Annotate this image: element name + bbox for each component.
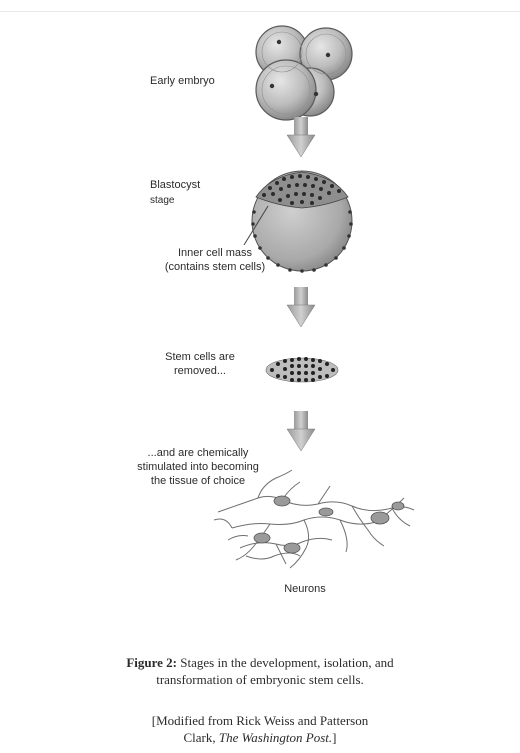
- label-blastocyst: Blastocyst: [150, 178, 200, 192]
- credit-source: The Washington Post.: [219, 730, 332, 745]
- label-chemically-stimulated-1: ...and are chemically: [128, 446, 268, 460]
- label-chemically-stimulated-2: stimulated into becoming: [128, 460, 268, 474]
- caption-text-line1: Stages in the development, isolation, an…: [180, 655, 393, 670]
- label-stem-cells-removed-2: removed...: [145, 364, 255, 378]
- credit-prefix: Clark,: [183, 730, 218, 745]
- label-inner-cell-mass-note: (contains stem cells): [150, 260, 280, 274]
- figure-caption: Figure 2: Stages in the development, iso…: [40, 654, 480, 688]
- label-inner-cell-mass: Inner cell mass: [150, 246, 280, 260]
- label-chemically-stimulated-3: the tissue of choice: [128, 474, 268, 488]
- stem-cell-cluster: [266, 357, 338, 382]
- arrow-down-icon: [287, 411, 315, 451]
- label-blastocyst-stage: stage: [150, 194, 174, 208]
- arrow-down-icon: [287, 117, 315, 157]
- credit-line1: [Modified from Rick Weiss and Patterson: [40, 712, 480, 729]
- label-stem-cells-removed-1: Stem cells are: [145, 350, 255, 364]
- figure-label: Figure 2:: [126, 655, 177, 670]
- caption-text-line2: transformation of embryonic stem cells.: [40, 671, 480, 688]
- arrow-down-icon: [287, 287, 315, 327]
- credit-suffix: ]: [332, 730, 336, 745]
- label-early-embryo: Early embryo: [150, 74, 215, 88]
- label-neurons: Neurons: [270, 582, 340, 596]
- early-embryo-cells: [256, 26, 352, 120]
- figure-credit: [Modified from Rick Weiss and Patterson …: [40, 712, 480, 746]
